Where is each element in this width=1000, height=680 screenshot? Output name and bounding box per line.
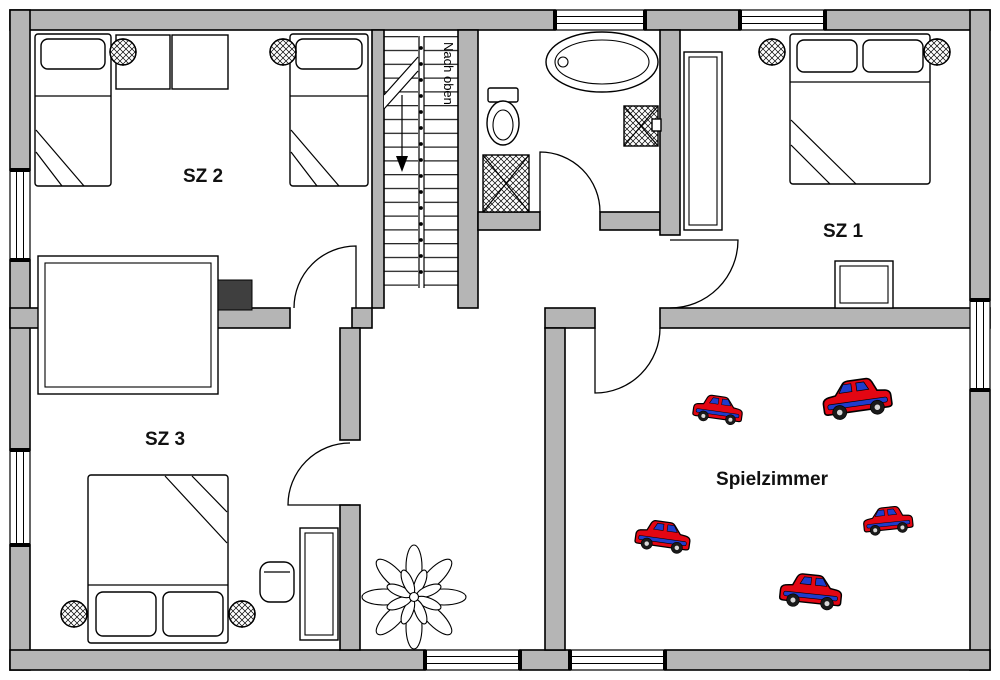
stairs-direction-label: Nach oben xyxy=(441,42,456,105)
door-arc-sz2 xyxy=(293,245,357,309)
double-bed xyxy=(789,33,931,185)
chimney xyxy=(217,279,253,311)
windows xyxy=(9,9,991,671)
toy-car-icon xyxy=(691,392,745,427)
window-left-sz3 xyxy=(9,448,31,547)
door-arc-bathroom xyxy=(539,151,601,213)
dresser xyxy=(834,260,894,309)
room-label-spielzimmer: Spielzimmer xyxy=(716,469,829,490)
window-bottom-spielzimmer xyxy=(568,649,667,671)
radiator-icon xyxy=(60,600,88,628)
radiator-icon xyxy=(923,38,951,66)
stairs: Nach oben xyxy=(383,36,458,288)
hallway xyxy=(361,544,467,650)
bathroom xyxy=(482,31,662,213)
bed xyxy=(87,474,229,644)
toy-car-icon xyxy=(778,571,844,613)
stair-steps-right xyxy=(424,36,458,286)
door-arc-spielzimmer xyxy=(594,327,661,394)
desk xyxy=(299,527,339,641)
stair-break xyxy=(384,57,418,109)
radiator-icon xyxy=(269,38,297,66)
room-label-sz3: SZ 3 xyxy=(145,429,185,450)
sink-icon xyxy=(623,105,662,147)
doors xyxy=(287,151,739,506)
toilet-icon xyxy=(486,87,520,146)
room-sz1 xyxy=(683,33,951,309)
window-left-sz2 xyxy=(9,168,31,262)
arrow-down-icon xyxy=(396,156,408,172)
radiator-icon xyxy=(758,38,786,66)
radiator-icon xyxy=(228,600,256,628)
room-sz3 xyxy=(60,474,339,644)
room-spielzimmer xyxy=(633,374,915,613)
window-right-spielzimmer xyxy=(969,298,991,392)
wardrobe xyxy=(37,255,219,395)
room-labels: SZ 2 SZ 1 SZ 3 Spielzimmer xyxy=(145,166,864,490)
bathtub-icon xyxy=(545,31,659,93)
wardrobe xyxy=(683,51,723,231)
window-top-bath xyxy=(553,9,647,31)
shower-icon xyxy=(482,154,530,213)
stair-balusters xyxy=(417,40,425,284)
room-label-sz2: SZ 2 xyxy=(183,166,223,187)
door-arc-sz3 xyxy=(287,442,351,506)
toy-car-icon xyxy=(861,504,915,538)
window-bottom-hall xyxy=(423,649,522,671)
room-sz2 xyxy=(34,33,369,395)
bed xyxy=(34,33,112,187)
window-top-sz1 xyxy=(738,9,827,31)
door-arc-sz1 xyxy=(669,239,739,309)
plant-icon xyxy=(361,544,467,650)
radiator-icon xyxy=(109,38,137,66)
toy-car-icon xyxy=(633,517,693,556)
room-label-sz1: SZ 1 xyxy=(823,221,864,242)
chair xyxy=(259,561,295,603)
toy-car-icon xyxy=(819,374,894,423)
nightstand xyxy=(171,34,229,90)
bed xyxy=(289,33,369,187)
